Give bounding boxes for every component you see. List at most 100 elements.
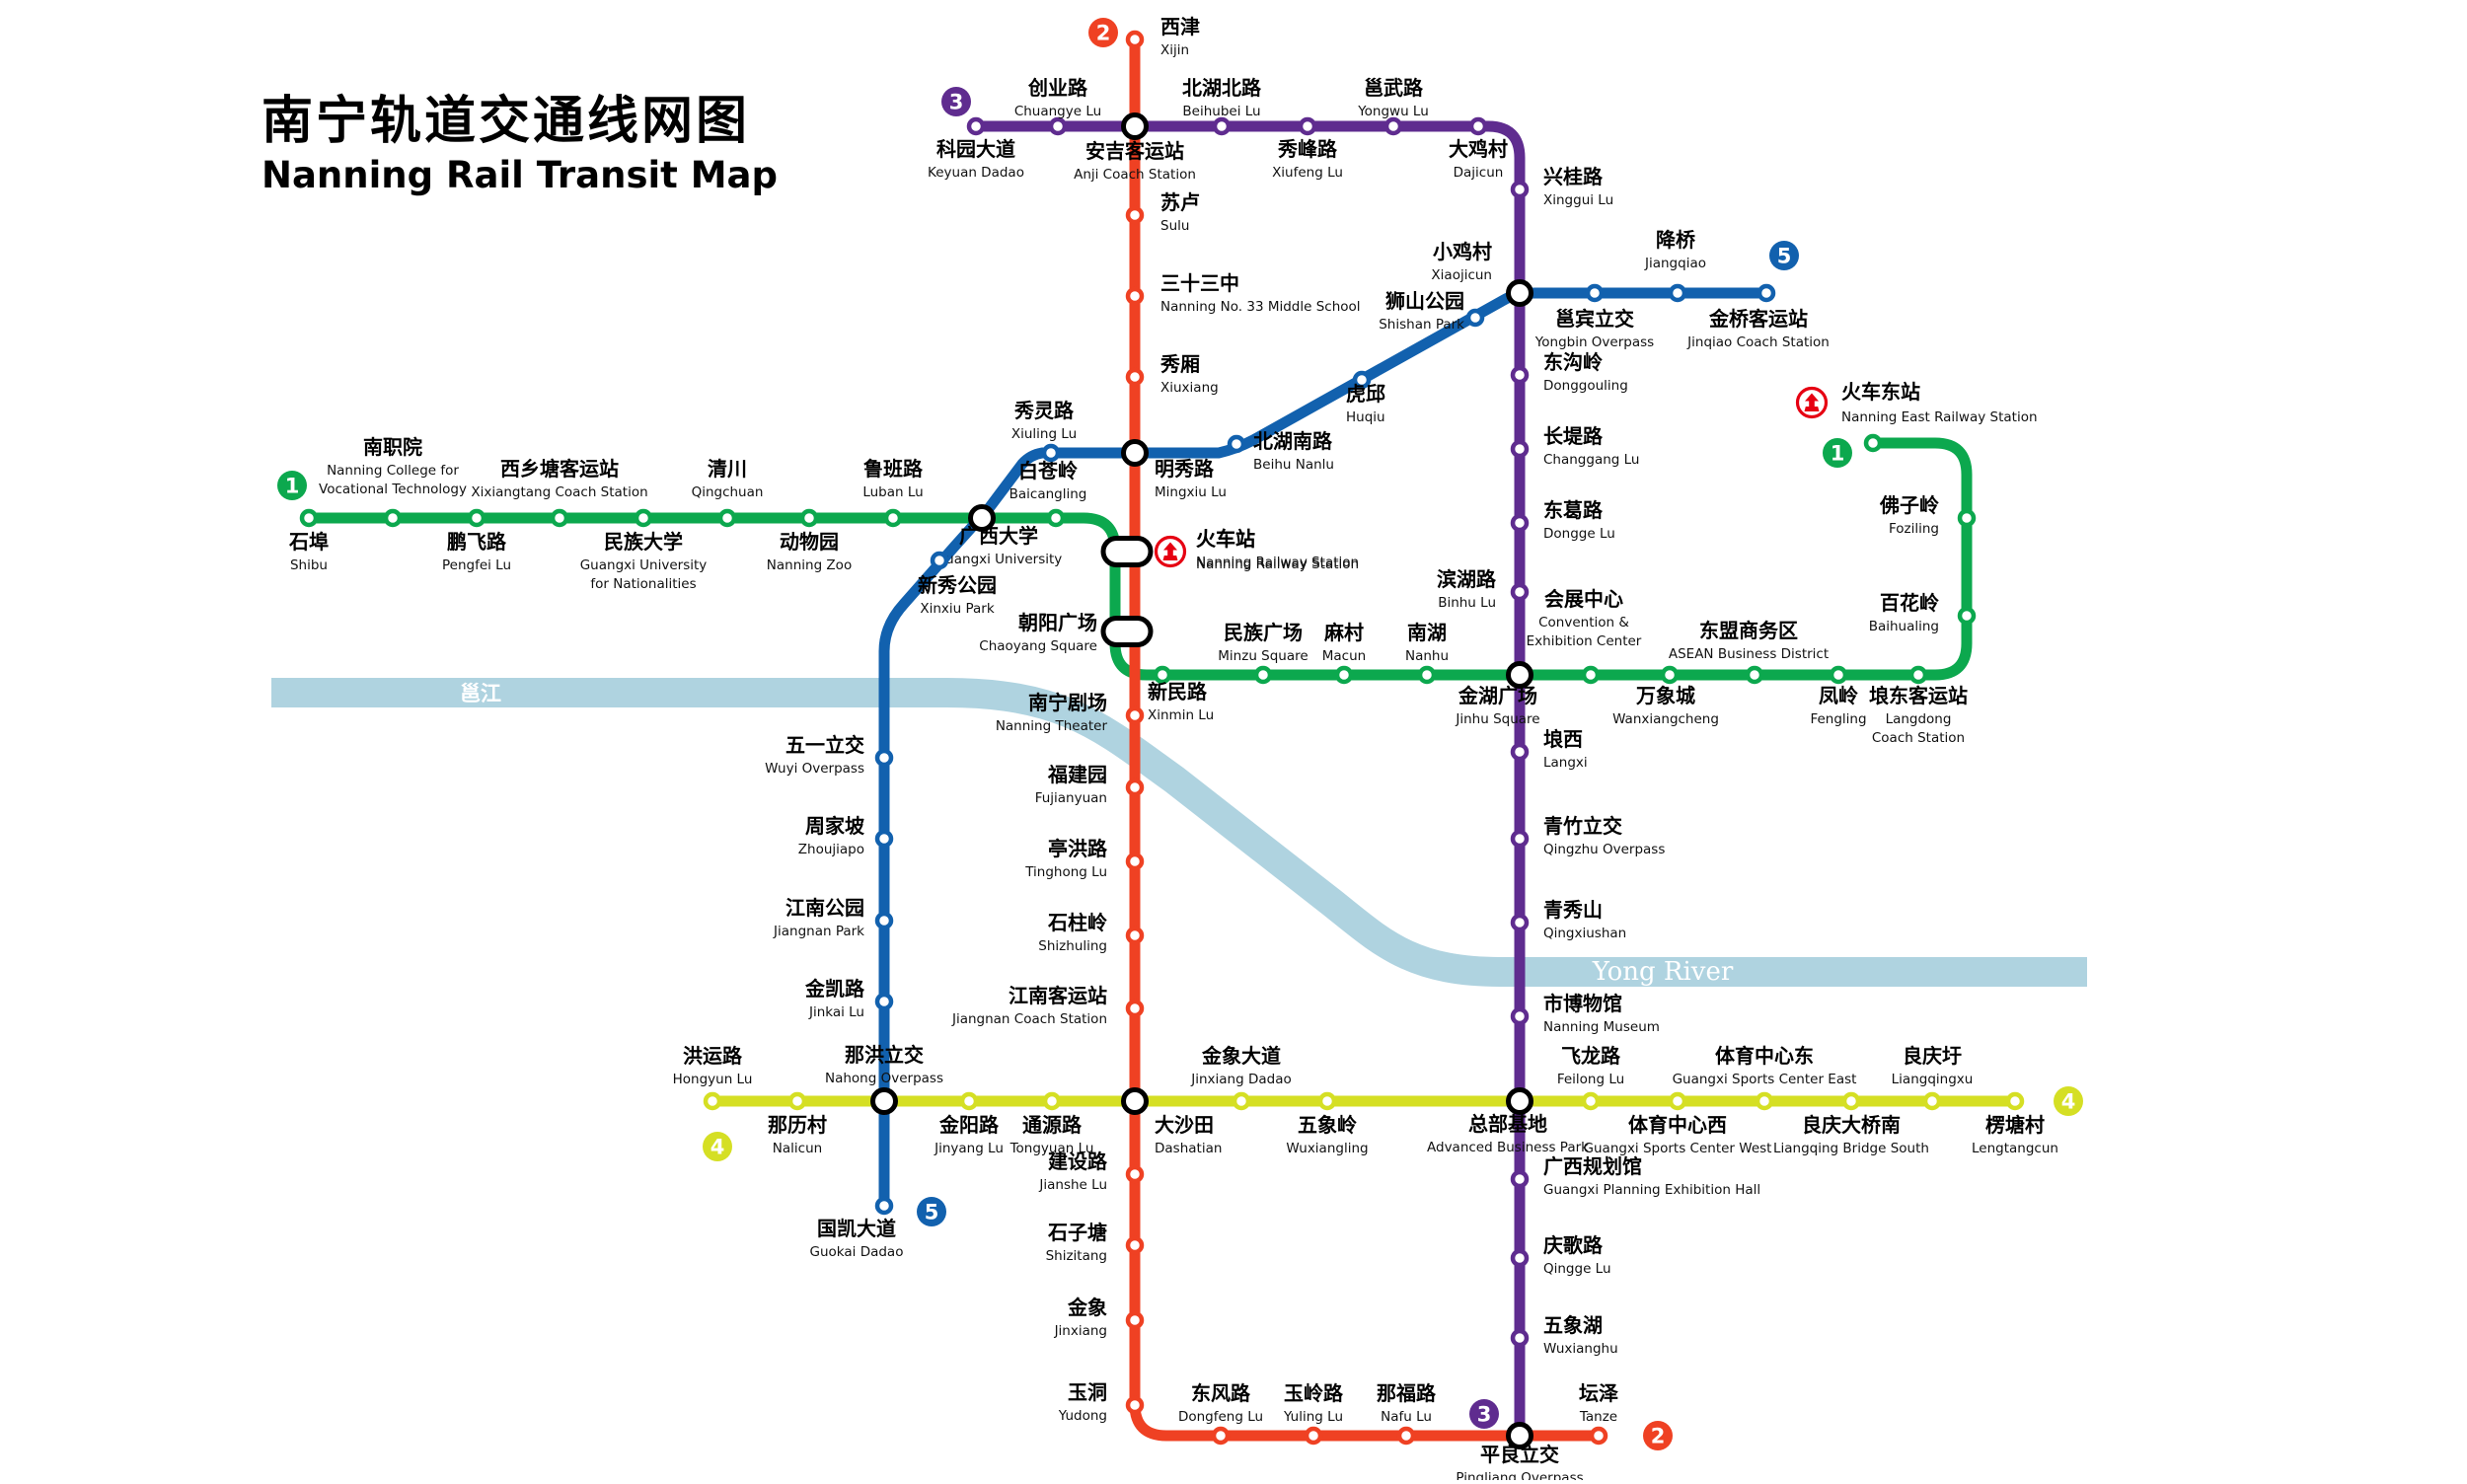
map-title: 南宁轨道交通线网图 Nanning Rail Transit Map <box>262 93 778 196</box>
station-dot <box>1153 665 1172 685</box>
station-label-cn: 三十三中 <box>1160 271 1239 295</box>
station-label-en: Nahong Overpass <box>825 1071 943 1086</box>
station-label-cn: 新民路 <box>1148 680 1208 704</box>
svg-text:4: 4 <box>710 1136 725 1159</box>
station-label-en: Dongfeng Lu <box>1178 1409 1263 1425</box>
svg-text:4: 4 <box>2061 1090 2076 1114</box>
transfer-dot <box>1506 1087 1533 1115</box>
station-label-en: Feilong Lu <box>1557 1072 1624 1087</box>
station-dot <box>1212 116 1232 136</box>
station-dot <box>1125 1395 1145 1415</box>
station-label-cn: 秀峰路 <box>1277 137 1338 161</box>
station-label-en: Vocational Technology <box>319 482 467 497</box>
station-dot <box>930 551 949 570</box>
station-label-cn: 鲁班路 <box>863 457 924 481</box>
station-dot <box>1125 778 1145 797</box>
station-label-en: Qingge Lu <box>1543 1261 1611 1277</box>
station-label-cn: 北湖南路 <box>1253 429 1333 453</box>
station-dot <box>1829 665 1848 685</box>
station-label-en: Yudong <box>1058 1408 1107 1424</box>
line-2-badge-icon: 2 <box>1088 18 1118 47</box>
station-label-en: Wanxiangcheng <box>1612 711 1719 727</box>
station-label-cn: 兴桂路 <box>1543 165 1604 188</box>
station-dot <box>1334 665 1354 685</box>
transfer-pill <box>1100 536 1154 567</box>
nanning-railway-station-icon <box>1154 535 1187 568</box>
station-label-en: Xiufeng Lu <box>1272 165 1343 181</box>
station-dot <box>1125 999 1145 1018</box>
station-label-en: Jinxiang <box>1054 1323 1107 1339</box>
station-label-en: Yuling Lu <box>1283 1409 1343 1425</box>
station-dot <box>1298 116 1317 136</box>
station-label-en: Yongwu Lu <box>1357 104 1429 119</box>
station-dot <box>1755 1091 1774 1111</box>
station-dot <box>1668 283 1687 303</box>
station-dot <box>1510 829 1530 849</box>
station-label-cn: 小鸡村 <box>1433 240 1492 263</box>
station-label-cn: 玉岭路 <box>1284 1381 1344 1405</box>
svg-text:Nanning Railway Station: Nanning Railway Station <box>1196 556 1359 572</box>
station-label-cn: 广西规划馆 <box>1543 1154 1642 1178</box>
station-label-en: Xinggui Lu <box>1543 192 1613 208</box>
station-dot <box>1211 1426 1231 1446</box>
station-dot <box>717 508 737 528</box>
station-dot <box>1304 1426 1323 1446</box>
station-jinxiang: 金象 Jinxiang <box>1054 1296 1145 1339</box>
station-dot <box>1125 852 1145 871</box>
station-label-cn: 五一立交 <box>785 733 864 757</box>
nanning-east-railway-station-icon <box>1795 386 1829 419</box>
station-dot <box>1125 286 1145 306</box>
station-label-cn: 民族大学 <box>604 530 683 554</box>
station-label-cn: 金象 <box>1067 1296 1107 1319</box>
station-label-en: Guangxi Sports Center West <box>1584 1141 1772 1156</box>
station-label-en: Jinkai Lu <box>808 1004 864 1020</box>
station-label-cn: 邕宾立交 <box>1555 307 1634 331</box>
station-dot <box>1757 283 1776 303</box>
station-label-cn: 长堤路 <box>1543 424 1604 448</box>
station-label-en: Xinxiu Park <box>920 601 995 617</box>
station-label-cn: 创业路 <box>1027 76 1088 100</box>
station-label-en: Anji Coach Station <box>1074 167 1196 183</box>
station-label-en: Baihualing <box>1869 619 1939 634</box>
station-label-cn: 洪运路 <box>683 1044 743 1068</box>
station-label-en: Binhu Lu <box>1438 595 1496 611</box>
station-label-en: Coach Station <box>1872 730 1965 746</box>
station-label-cn: 金桥客运站 <box>1708 307 1808 331</box>
station-label-cn: 良庆圩 <box>1903 1044 1962 1068</box>
river-label-cn: 邕江 <box>460 682 501 705</box>
transfer-dot <box>1506 661 1533 689</box>
line-3-path <box>970 120 1526 1442</box>
station-label-en: Beihubei Lu <box>1182 104 1260 119</box>
line-1-path <box>303 437 1973 681</box>
station-label-en: Jiangqiao <box>1644 256 1706 271</box>
line-2-badge-icon: 2 <box>1643 1421 1673 1450</box>
station-label-en: Shizitang <box>1046 1248 1107 1264</box>
